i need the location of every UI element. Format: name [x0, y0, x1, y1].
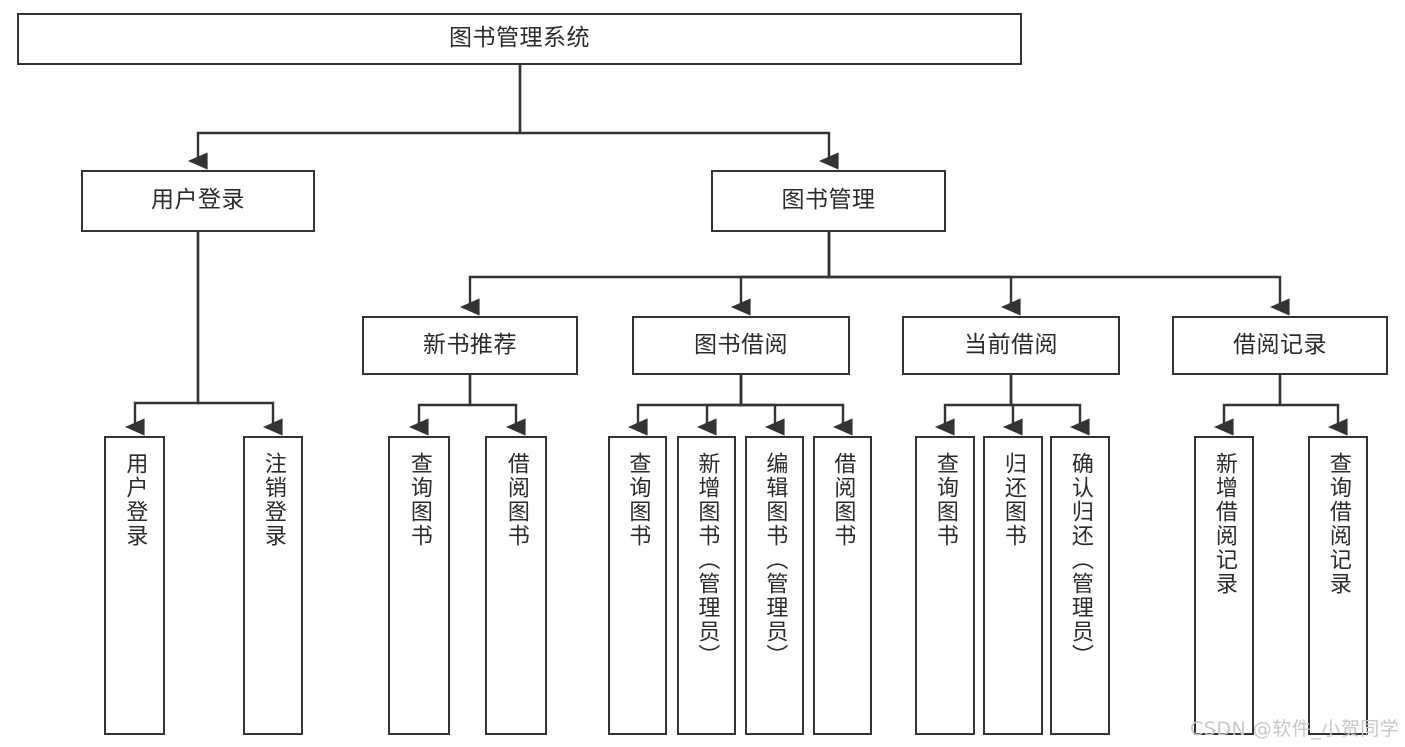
node-l3-borrow[interactable]: 图书借阅: [632, 316, 850, 375]
node-label: 图书借阅: [694, 331, 788, 358]
node-label: 注销登录: [260, 452, 286, 548]
node-label: 借阅记录: [1233, 331, 1327, 358]
node-leaf-nb-borrow[interactable]: 借阅图书: [485, 436, 547, 735]
connector-l3-borrow-to-leaf-bk-add: [696, 375, 743, 436]
edge-group: [124, 65, 1348, 436]
connector-l2-book-manage-to-l3-borrow: [730, 232, 831, 316]
connector-l3-record-to-leaf-rec-add: [1213, 375, 1282, 436]
node-label: 用户登录: [122, 452, 148, 548]
node-label: 新书推荐: [423, 331, 517, 358]
node-label: 归还图书: [1000, 452, 1026, 548]
connector-l3-borrow-to-leaf-bk-borrow: [739, 375, 853, 436]
connector-l3-current-to-leaf-cur-confirm: [1009, 375, 1090, 436]
node-leaf-cur-query[interactable]: 查询图书: [915, 436, 975, 735]
node-label: 编辑图书（管理员）: [762, 452, 788, 668]
node-label: 图书管理: [781, 187, 876, 214]
node-leaf-cur-confirm[interactable]: 确认归还（管理员）: [1050, 436, 1110, 735]
connector-root-to-l2-user-login: [187, 65, 522, 170]
node-leaf-bk-query[interactable]: 查询图书: [608, 436, 667, 735]
node-leaf-bk-borrow[interactable]: 借阅图书: [813, 436, 872, 735]
connector-l3-new-book-to-leaf-nb-borrow: [468, 375, 526, 436]
node-label: 新增图书（管理员）: [694, 452, 720, 668]
connector-l2-book-manage-to-l3-current: [827, 232, 1021, 316]
node-label: 查询图书: [406, 452, 432, 548]
connector-l3-current-to-leaf-cur-query: [934, 375, 1013, 436]
node-leaf-cur-return[interactable]: 归还图书: [983, 436, 1043, 735]
connector-l2-user-login-to-leaf-user-login: [124, 232, 200, 436]
node-leaf-rec-query[interactable]: 查询借阅记录: [1308, 436, 1368, 735]
node-label: 新增借阅记录: [1211, 452, 1237, 596]
connector-l3-borrow-to-leaf-bk-query: [627, 375, 743, 436]
connector-l3-record-to-leaf-rec-query: [1278, 375, 1348, 436]
node-label: 图书管理系统: [449, 25, 590, 52]
connector-root-to-l2-book-manage: [518, 65, 839, 170]
node-label: 借阅图书: [830, 452, 856, 548]
node-l3-record[interactable]: 借阅记录: [1172, 316, 1388, 375]
node-leaf-logout[interactable]: 注销登录: [243, 436, 303, 735]
node-label: 借阅图书: [503, 452, 529, 548]
connector-l3-new-book-to-leaf-nb-query: [408, 375, 472, 436]
node-leaf-rec-add[interactable]: 新增借阅记录: [1194, 436, 1254, 735]
node-root[interactable]: 图书管理系统: [17, 13, 1022, 65]
node-label: 用户登录: [151, 187, 245, 214]
node-l2-user-login[interactable]: 用户登录: [81, 170, 315, 232]
node-l3-new-book[interactable]: 新书推荐: [362, 316, 578, 375]
node-leaf-user-login[interactable]: 用户登录: [104, 436, 165, 735]
node-leaf-bk-edit[interactable]: 编辑图书（管理员）: [745, 436, 804, 735]
node-label: 查询借阅记录: [1325, 452, 1351, 596]
node-label: 查询图书: [932, 452, 958, 548]
node-leaf-bk-add[interactable]: 新增图书（管理员）: [677, 436, 736, 735]
connector-l3-borrow-to-leaf-bk-edit: [739, 375, 785, 436]
node-label: 查询图书: [625, 452, 651, 548]
node-leaf-nb-query[interactable]: 查询图书: [388, 436, 450, 735]
connector-l2-user-login-to-leaf-logout: [196, 232, 283, 436]
node-label: 当前借阅: [964, 331, 1058, 358]
node-label: 确认归还（管理员）: [1067, 452, 1093, 668]
connector-l2-book-manage-to-l3-record: [827, 232, 1290, 316]
node-l2-book-manage[interactable]: 图书管理: [711, 170, 946, 232]
node-l3-current[interactable]: 当前借阅: [902, 316, 1120, 375]
connector-l2-book-manage-to-l3-new-book: [459, 232, 831, 316]
csdn-watermark: CSDN @软件_小贺同学: [1190, 718, 1400, 740]
